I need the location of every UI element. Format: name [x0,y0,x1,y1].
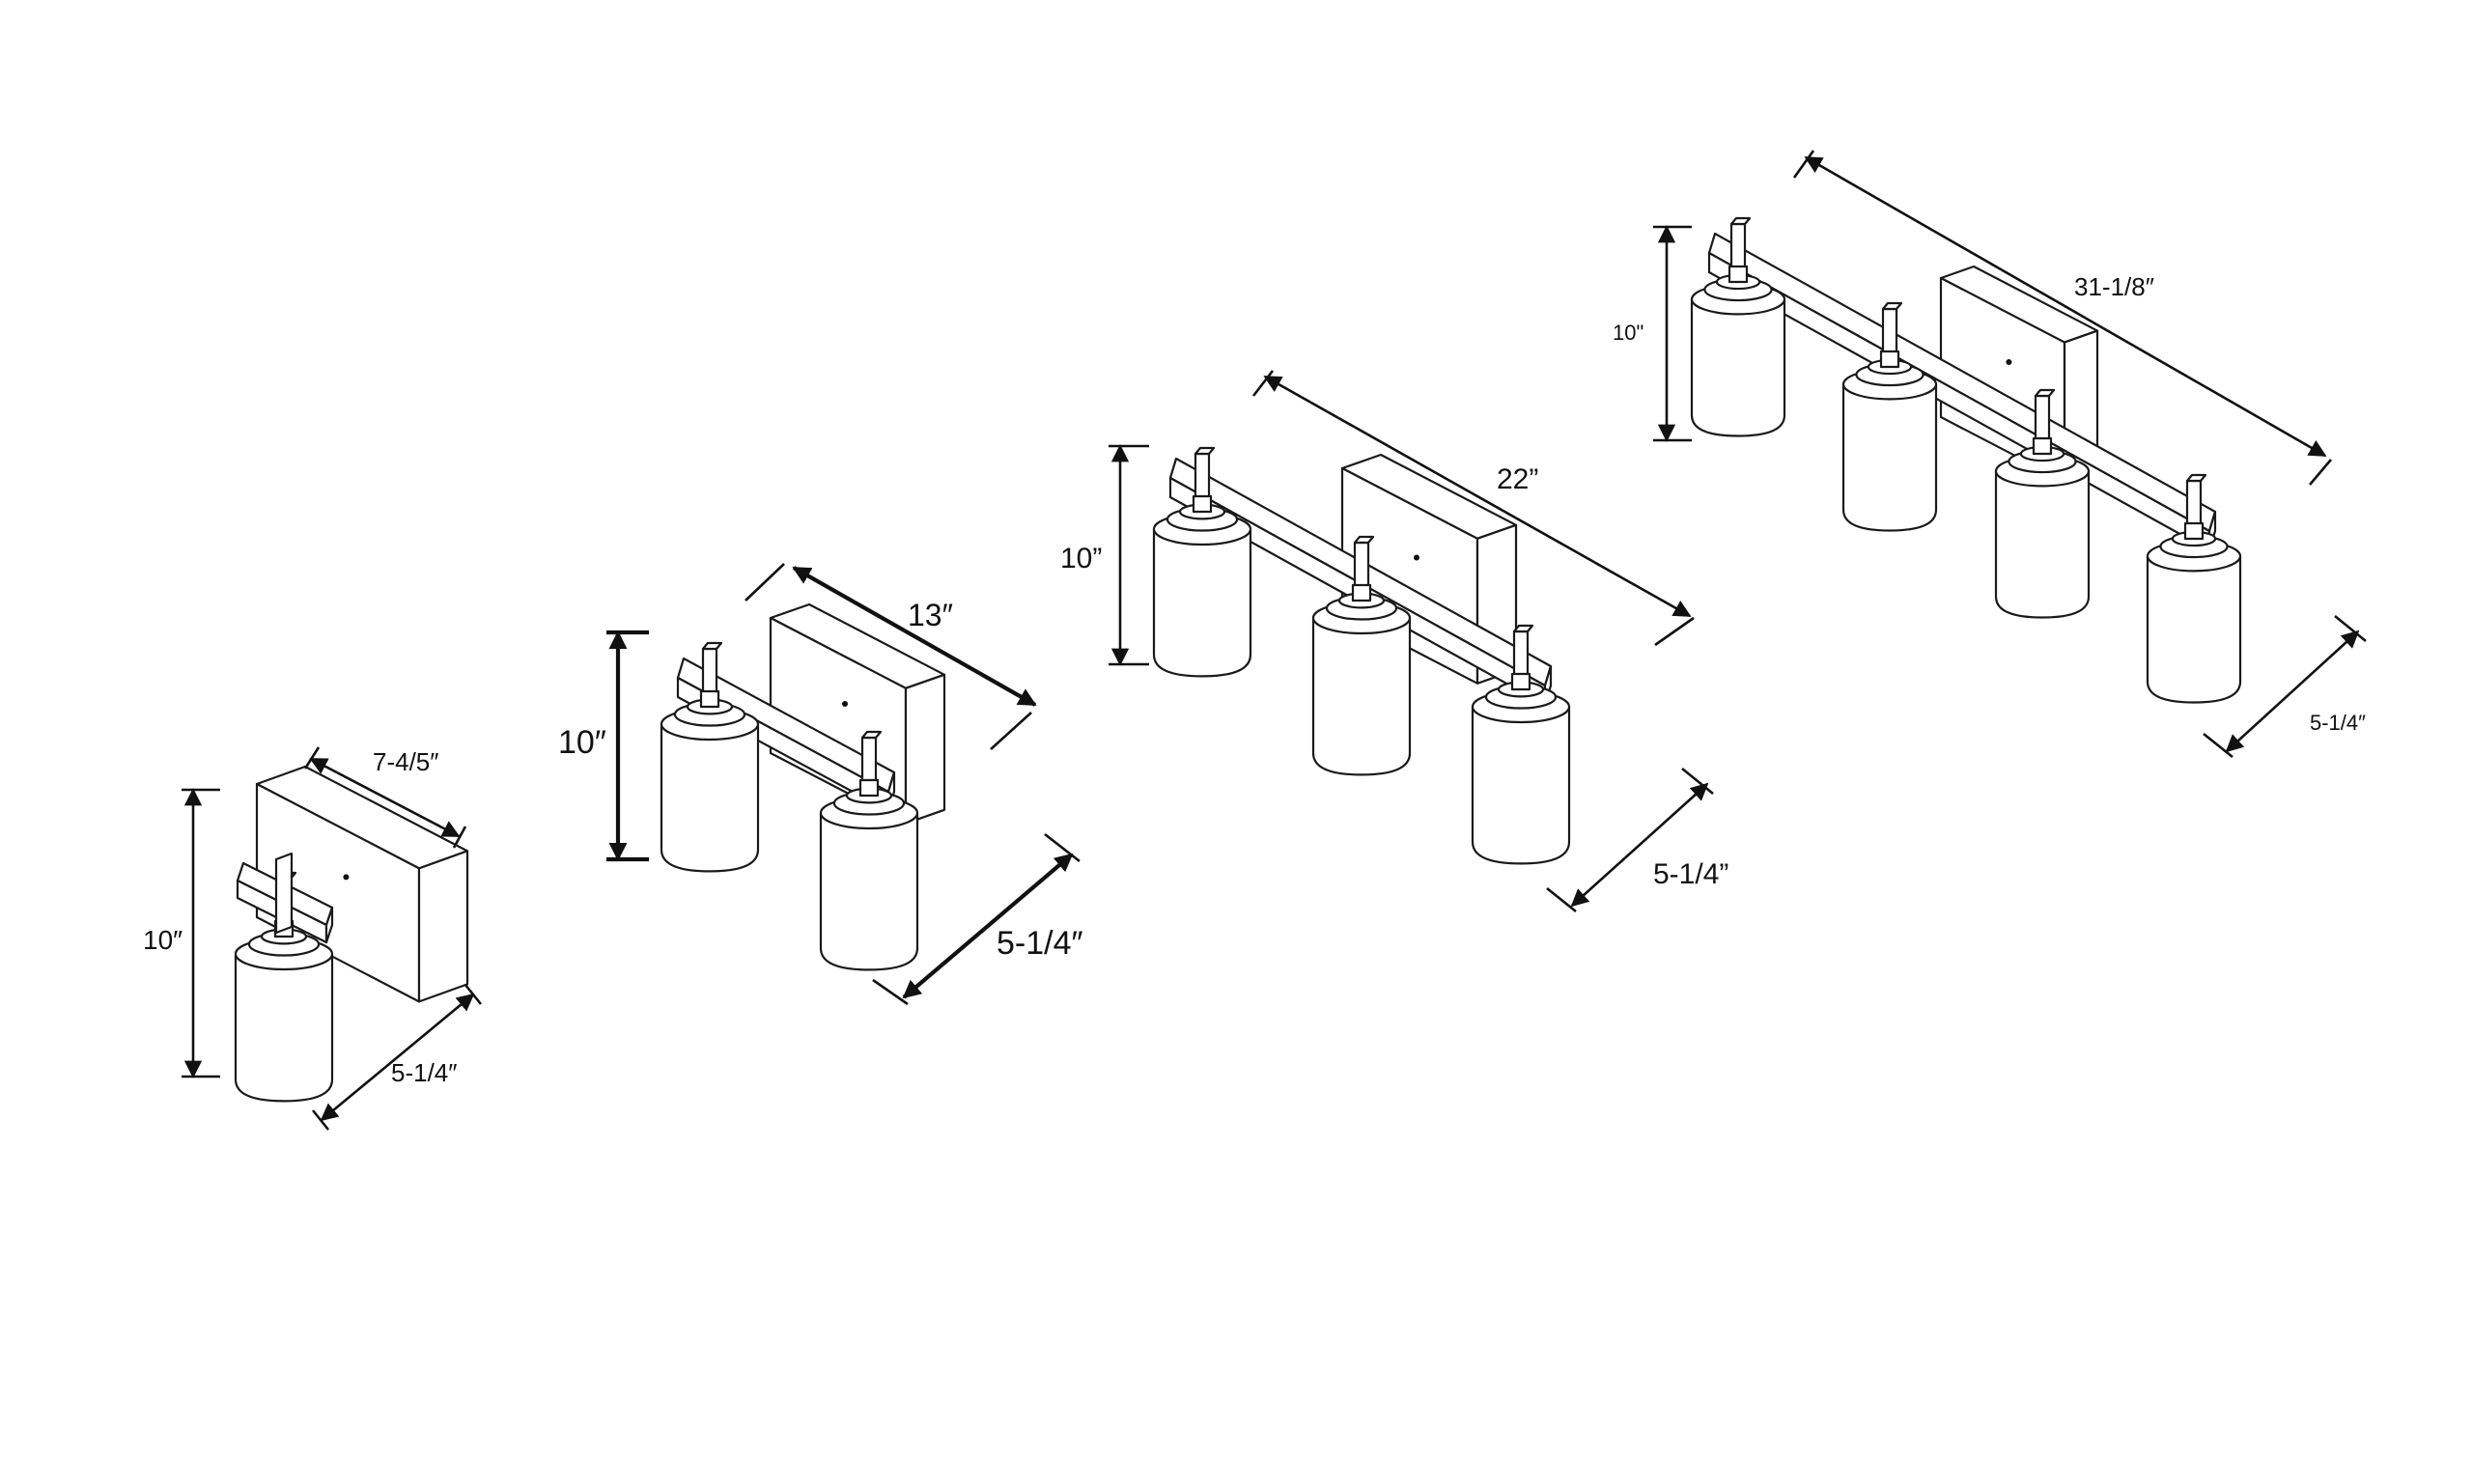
socket [1728,265,1749,284]
screw-dot [842,701,848,708]
width-label-three-light: 22” [1497,463,1538,495]
dimension-depth-three-light [1546,767,1714,913]
dimension-depth-one-light [311,984,483,1131]
arm-end [324,906,334,944]
stem-top [1881,301,1903,311]
post [274,852,294,935]
dimension-width-one-light [303,746,467,849]
dimension-width-three-light [1251,370,1695,647]
screw-dot [343,874,350,881]
stem-top [2185,473,2207,483]
screw-dot [2006,359,2012,366]
backplate-side [904,673,946,825]
socket [1510,672,1531,691]
socket [1879,350,1900,369]
depth-label-one-light: 5-1/4″ [391,1058,457,1087]
socket [699,689,720,709]
depth-label-two-light: 5-1/4″ [997,925,1083,962]
height-label-one-light: 10″ [143,925,183,955]
socket [1192,494,1213,514]
stem-top [1512,624,1534,633]
glass-shade [1471,705,1571,865]
dimension-width-two-light [744,563,1037,750]
stem-top [1353,535,1375,545]
screw-dot [1414,554,1419,561]
socket [2032,436,2053,456]
glass-shade [1152,527,1252,678]
dimension-height-one-light [182,788,220,1078]
width-label-four-light: 31-1/8″ [2074,272,2154,301]
width-label-two-light: 13″ [908,598,953,632]
dimension-width-four-light [1792,150,2332,486]
dimension-depth-four-light [2203,614,2367,759]
dimension-depth-two-light [872,832,1081,1006]
dimension-height-two-light [606,630,649,862]
fixture-four-light [1690,216,2242,704]
stem-top [1194,446,1216,456]
height-label-two-light: 10″ [558,724,606,761]
dimension-height-three-light [1109,444,1149,666]
glass-shade [2146,554,2242,704]
fixture-one-light [234,765,469,1103]
stem-top [1729,216,1752,226]
fixture-two-light [660,602,946,971]
socket [1351,583,1372,602]
glass-shade [1690,297,1786,437]
depth-label-three-light: 5-1/4” [1653,858,1728,890]
glass-shade [234,952,334,1103]
glass-shade [660,722,760,873]
socket [2183,521,2205,541]
width-label-one-light: 7-4/5″ [373,747,438,776]
stem-top [2034,388,2056,398]
height-label-three-light: 10” [1060,543,1102,574]
glass-shade [1841,382,1938,532]
glass-shade [1311,616,1412,776]
dimension-height-four-light [1653,225,1692,442]
stem-top [860,730,883,740]
depth-label-four-light: 5-1/4″ [2310,711,2366,735]
height-label-four-light: 10" [1613,321,1643,345]
backplate-side [417,850,469,1003]
stem-top [701,641,723,651]
glass-shade [1994,469,2091,619]
glass-shade [819,811,919,971]
fixture-three-light [1152,446,1571,865]
socket [858,778,880,798]
